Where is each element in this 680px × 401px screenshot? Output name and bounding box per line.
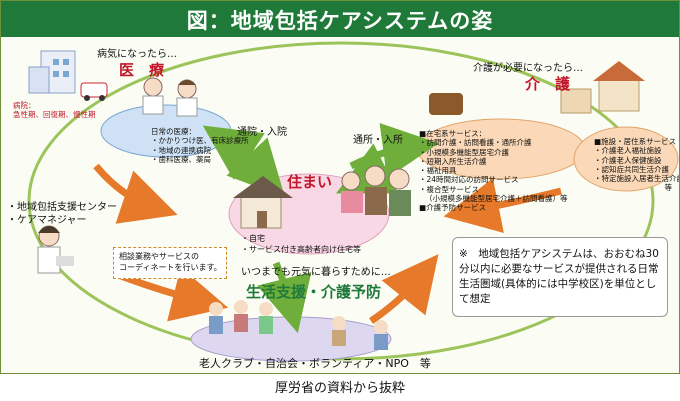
home-care-list: ■在宅系サービス： ・訪問介護・訪問看護・通所介護 ・小規模多機能型居宅介護 ・… — [419, 129, 568, 213]
home-care-line: ■介護予防サービス — [419, 203, 487, 213]
facility-care-line: ・特定施設入居者生活介護 — [594, 174, 680, 184]
coordination-line: コーディネートを行います。 — [119, 263, 222, 272]
hospital-line: 急性期、回復期、慢性期 — [13, 110, 96, 120]
hospital-illustration — [28, 50, 108, 101]
page-title: 図：地域包括ケアシステムの姿 — [186, 9, 494, 33]
daily-care-line: ・地域の連携病院 — [151, 145, 211, 155]
clinic-arrow-back — [226, 137, 286, 198]
home-care-line: ・福祉用具 — [419, 166, 457, 176]
home-care-line: ・複合型サービス — [419, 184, 479, 194]
support-arrow — [257, 261, 312, 334]
facility-care-list: ■施設・居住系サービス ・介護老人福祉施設 ・介護老人保健施設 ・認知症共同生活… — [594, 137, 680, 193]
orange-arrow-left-upper — [93, 163, 178, 224]
orange-arrow-left-lower — [119, 267, 229, 322]
hospital-line: 病院： — [13, 101, 36, 110]
home-care-line: ・小規模多機能型居宅介護 — [419, 147, 509, 157]
home-care-line: ・短期入所生活介護 — [419, 156, 487, 166]
home-care-line: ■在宅系サービス： — [419, 129, 487, 138]
care-manager-illustration — [37, 225, 74, 274]
doctor-illustration — [142, 77, 198, 117]
source-caption: 厚労省の資料から抜粋 — [274, 381, 405, 396]
home-line: ・サービス付き高齢者向け住宅等 — [241, 245, 361, 254]
note-box — [452, 237, 668, 317]
support-center-line: ・ケアマネジャー — [7, 215, 87, 226]
diagram-frame: 図：地域包括ケアシステムの姿 病気になったら… 医 療 病院： 急性期、回復期、… — [0, 0, 680, 374]
orange-arrow-right — [443, 178, 562, 233]
daily-care-line: 日常の医療： — [151, 127, 196, 136]
community-ellipse — [27, 41, 655, 361]
medical-heading: 医 療 — [119, 61, 165, 79]
hospital-list: 病院： 急性期、回復期、慢性期 — [13, 101, 96, 120]
home-care-line: ・24時間対応の訪問サービス — [419, 175, 519, 185]
facility-care-line: ・介護老人保健施設 — [594, 155, 662, 165]
support-footer: 老人クラブ・自治会・ボランティア・NPO 等 — [199, 357, 431, 370]
care-heading: 介 護 — [525, 75, 571, 93]
support-lead: いつまでも元気に暮らすために… — [241, 267, 391, 278]
care-lead: 介護が必要になったら… — [473, 63, 583, 74]
facility-care-line: ・介護老人福祉施設 — [594, 146, 662, 156]
daily-care-line: ・かかりつけ医、有床診療所 — [151, 136, 249, 146]
facility-care-line: ■施設・居住系サービス — [594, 137, 677, 146]
facility-oval — [573, 126, 679, 192]
family-illustration — [341, 165, 411, 216]
title-bar — [1, 1, 679, 37]
home-line: ・自宅 — [241, 234, 265, 243]
elderly-group-illustration — [209, 300, 388, 350]
support-heading: 生活支援・介護予防 — [246, 283, 382, 301]
orange-arrow-bottom — [369, 254, 439, 324]
diagram-drawing — [27, 41, 679, 362]
daycare-label: 通所・入所 — [353, 135, 403, 146]
medical-lead: 病気になったら… — [97, 49, 177, 60]
home-care-line: ・訪問介護・訪問看護・通所介護 — [419, 138, 532, 148]
coordination-line: 相談業務やサービスの — [119, 252, 199, 261]
home-care-line: （小規模多機能型居宅介護＋訪問看護）等 — [425, 194, 568, 204]
residence-illustration — [233, 176, 293, 229]
note-text: ※ 地域包括ケアシステムは、おおむね30分以内に必要なサービスが提供される日常生… — [459, 248, 659, 305]
home-list: ・自宅 ・サービス付き高齢者向け住宅等 — [241, 233, 361, 255]
support-center-line: ・地域包括支援センター — [7, 202, 117, 213]
facility-care-line: 等 — [664, 183, 673, 193]
daily-care-line: ・歯科医療、薬局 — [151, 154, 211, 164]
care-house-illustration — [429, 61, 645, 115]
daily-care-list: 日常の医療： ・かかりつけ医、有床診療所 ・地域の連携病院 ・歯科医療、薬局 — [151, 127, 249, 164]
home-heading: 住まい — [287, 173, 333, 191]
support-center-list: ・地域包括支援センター ・ケアマネジャー — [7, 201, 117, 227]
coordination-box — [113, 247, 227, 279]
facility-care-line: ・認知症共同生活介護 — [594, 164, 669, 174]
coordination-text: 相談業務やサービスの コーディネートを行います。 — [119, 251, 222, 273]
clinic-label: 通院・入院 — [237, 127, 287, 138]
